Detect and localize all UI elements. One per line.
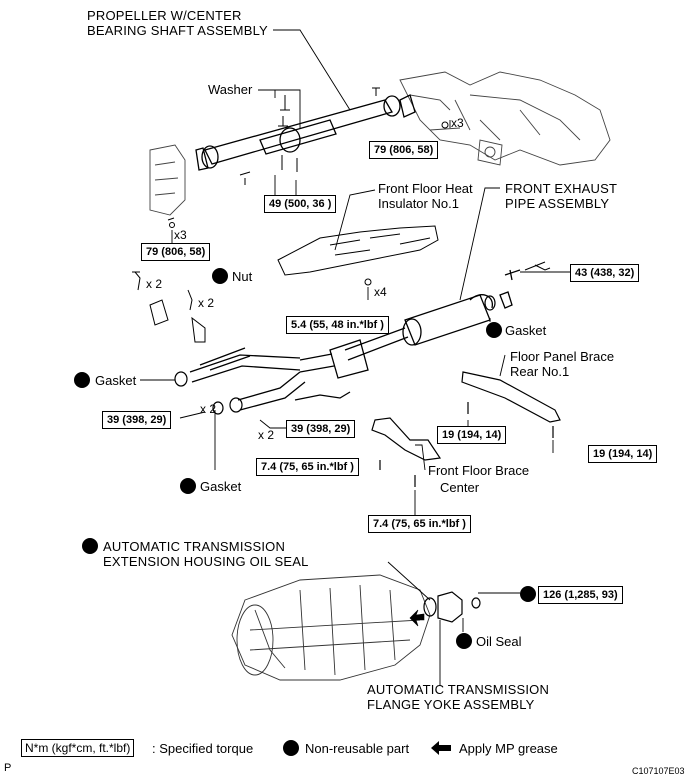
legend-torque-desc: : Specified torque bbox=[152, 741, 254, 756]
gasket-right-label: Gasket bbox=[505, 323, 547, 338]
floor-brace-rear-label-line1: Floor Panel Brace bbox=[510, 349, 615, 364]
exhaust-hangers bbox=[132, 261, 551, 343]
diagram-code: C107107E03 bbox=[632, 766, 685, 776]
legend-non-reusable-icon bbox=[283, 740, 299, 756]
chassis-crossmember-drawing bbox=[399, 71, 611, 166]
nut-label: Nut bbox=[232, 269, 253, 284]
automatic-transmission-drawing bbox=[231, 574, 431, 681]
gasket-bottom-label: Gasket bbox=[200, 479, 242, 494]
torque-7-4-lower: 7.4 (75, 65 in.*lbf ) bbox=[368, 515, 471, 533]
multiplier-x2-hanger-left: x 2 bbox=[146, 277, 163, 291]
yoke-label-line1: AUTOMATIC TRANSMISSION bbox=[367, 682, 550, 697]
torque-126-non-reusable-marker bbox=[520, 586, 536, 602]
torque-39-left: 39 (398, 29) bbox=[102, 411, 172, 429]
torque-19-right: 19 (194, 14) bbox=[588, 445, 658, 463]
exhaust-pipe-drawing bbox=[189, 269, 521, 411]
multiplier-x4: x4 bbox=[374, 285, 387, 299]
torque-79-upper: 79 (806, 58) bbox=[369, 141, 439, 159]
torque-49: 49 (500, 36 ) bbox=[264, 195, 337, 213]
exhaust-label-line2: PIPE ASSEMBLY bbox=[505, 196, 610, 211]
floor-brace-rear-label-line2: Rear No.1 bbox=[510, 364, 570, 379]
transmission-rear-drawing bbox=[149, 144, 186, 216]
floor-brace-center-label-line1: Front Floor Brace bbox=[428, 463, 530, 478]
torque-79-lower: 79 (806, 58) bbox=[141, 243, 211, 261]
oil-seal-non-reusable-marker bbox=[456, 633, 472, 649]
at-seal-label-line1: AUTOMATIC TRANSMISSION bbox=[103, 539, 286, 554]
multiplier-x2-hanger-right: x 2 bbox=[198, 296, 215, 310]
legend-grease-arrow-icon bbox=[431, 741, 451, 755]
torque-7-4-upper: 7.4 (75, 65 in.*lbf ) bbox=[256, 458, 359, 476]
torque-126: 126 (1,285, 93) bbox=[538, 586, 623, 604]
multiplier-x3-lower: x3 bbox=[174, 228, 187, 242]
multiplier-x2-bolt-right: x 2 bbox=[258, 428, 275, 442]
exhaust-label-line1: FRONT EXHAUST bbox=[505, 181, 618, 196]
shaft-bolts bbox=[167, 87, 449, 228]
flange-yoke-drawing bbox=[423, 591, 481, 623]
at-seal-label-line2: EXTENSION HOUSING OIL SEAL bbox=[103, 554, 309, 569]
gasket-left-non-reusable-marker bbox=[74, 372, 90, 388]
multiplier-x2-bolt-left: x 2 bbox=[200, 402, 217, 416]
gaskets bbox=[174, 295, 496, 415]
grease-arrow-shape bbox=[409, 609, 425, 627]
leader-lines bbox=[140, 29, 570, 686]
legend-mp-grease-label: Apply MP grease bbox=[459, 741, 558, 756]
propeller-label-line1: PROPELLER W/CENTER bbox=[87, 8, 242, 23]
torque-5-4: 5.4 (55, 48 in.*lbf ) bbox=[286, 316, 389, 334]
torque-39-right: 39 (398, 29) bbox=[286, 420, 356, 438]
nut-non-reusable-marker bbox=[212, 268, 228, 284]
gasket-bottom-non-reusable-marker bbox=[180, 478, 196, 494]
heat-insulator-label-line2: Insulator No.1 bbox=[378, 196, 459, 211]
yoke-label-line2: FLANGE YOKE ASSEMBLY bbox=[367, 697, 535, 712]
washer-label: Washer bbox=[208, 82, 253, 97]
heat-insulator-label-line1: Front Floor Heat bbox=[378, 181, 473, 196]
legend-non-reusable-label: Non-reusable part bbox=[305, 741, 410, 756]
torque-43: 43 (438, 32) bbox=[570, 264, 640, 282]
heat-insulator-drawing bbox=[277, 225, 439, 286]
gasket-right-non-reusable-marker bbox=[486, 322, 502, 338]
torque-19-left: 19 (194, 14) bbox=[437, 426, 507, 444]
floor-brace-center-label-line2: Center bbox=[440, 480, 480, 495]
at-seal-non-reusable-marker bbox=[82, 538, 98, 554]
multiplier-x3-upper: x3 bbox=[451, 116, 464, 130]
oil-seal-label: Oil Seal bbox=[476, 634, 522, 649]
page-mark: P bbox=[4, 762, 12, 774]
legend-torque-unit: N*m (kgf*cm, ft.*lbf) bbox=[21, 739, 135, 757]
propeller-shaft bbox=[195, 94, 416, 171]
floor-brace-rear-drawing bbox=[461, 371, 561, 438]
propeller-label-line2: BEARING SHAFT ASSEMBLY bbox=[87, 23, 268, 38]
gasket-left-label: Gasket bbox=[95, 373, 137, 388]
